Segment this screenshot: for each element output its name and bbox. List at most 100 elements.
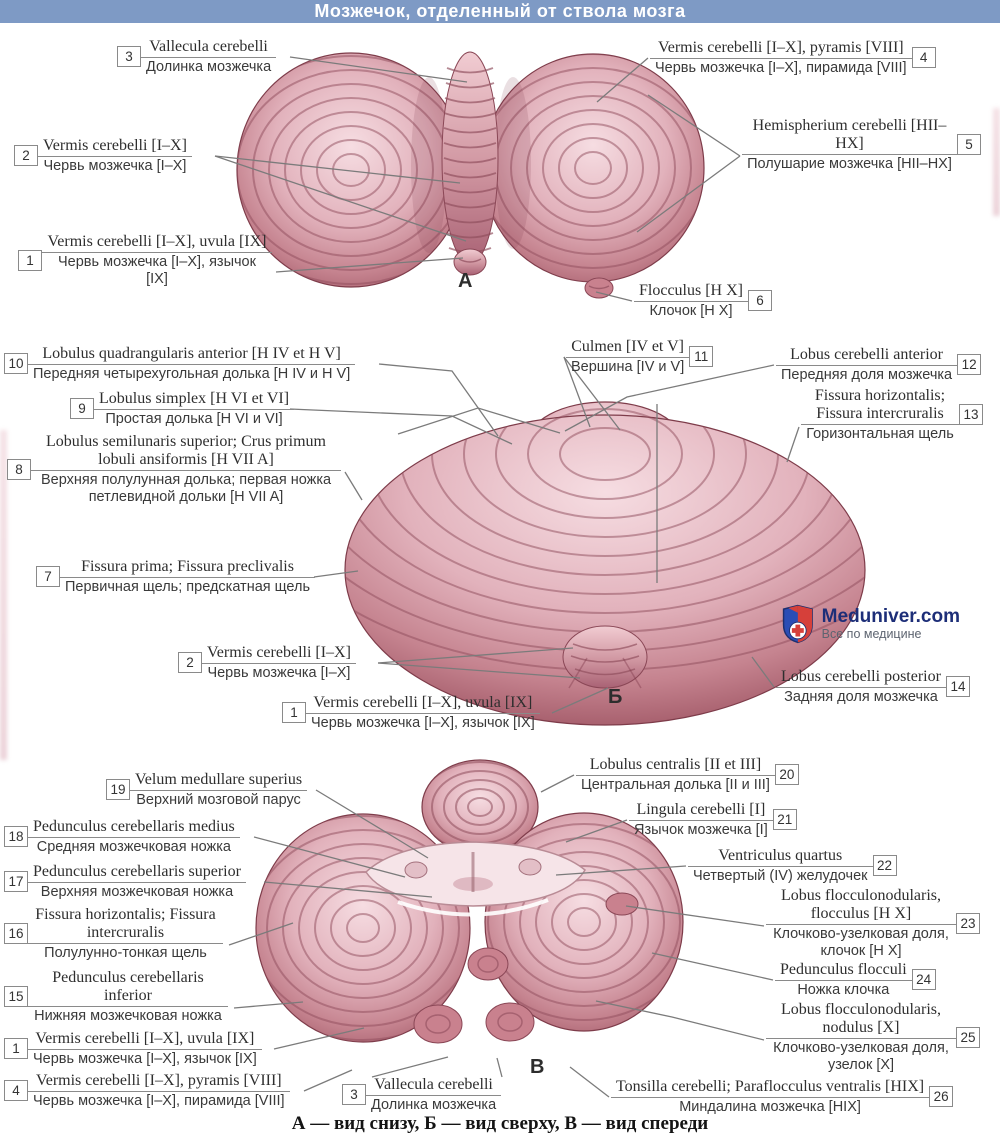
- label-24-pedunculus-flocculi: Pedunculus flocculi Ножка клочка 24: [775, 961, 936, 999]
- label-russian: Клочок [H X]: [634, 301, 748, 320]
- label-2-vermis-b: 2 Vermis cerebelli [I–X] Червь мозжечка …: [178, 644, 356, 682]
- label-russian: Червь мозжечка [I–X], язычок [IX]: [42, 252, 272, 288]
- label-latin: Pedunculus cerebellaris superior: [33, 863, 241, 880]
- label-latin: Lobus cerebelli posterior: [781, 668, 941, 685]
- label-russian: Червь мозжечка [I–X]: [202, 663, 356, 682]
- label-2-vermis: 2 Vermis cerebelli [I–X] Червь мозжечка …: [14, 137, 192, 175]
- label-15-pedunculus-inferior: 15 Pedunculus cerebellaris inferior Нижн…: [4, 969, 228, 1025]
- label-19-velum-medullare: 19 Velum medullare superius Верхний мозг…: [106, 771, 308, 809]
- label-latin: Vermis cerebelli [I–X], uvula [IX]: [47, 233, 267, 250]
- label-latin: Lobulus simplex [H VI et VI]: [99, 390, 290, 407]
- label-number-box: 9: [70, 398, 94, 420]
- label-8-lobulus-semilunaris-superior: 8 Lobulus semilunaris superior; Crus pri…: [7, 433, 341, 506]
- label-3-vallecula: 3 Vallecula cerebelli Долинка мозжечка: [117, 38, 277, 76]
- label-latin: Vermis cerebelli [I–X]: [207, 644, 351, 661]
- label-russian: Полулунно-тонкая щель: [28, 943, 223, 962]
- label-latin: Flocculus [H X]: [639, 282, 743, 299]
- label-latin: Vermis cerebelli [I–X], uvula [IX]: [35, 1030, 255, 1047]
- label-1-vermis-uvula: 1 Vermis cerebelli [I–X], uvula [IX] Чер…: [18, 233, 272, 288]
- label-20-lobulus-centralis: Lobulus centralis [II et III] Центральна…: [576, 756, 799, 794]
- label-russian: Передняя четырехугольная долька [H IV и …: [28, 364, 356, 383]
- label-russian: Клочково-узелковая доля, узелок [X]: [766, 1038, 956, 1074]
- label-latin: Fissura prima; Fissura preclivalis: [81, 558, 294, 575]
- label-number-box: 6: [747, 290, 772, 312]
- label-russian: Клочково-узелковая доля, клочок [H X]: [766, 924, 956, 960]
- label-1-vermis-uvula-b: 1 Vermis cerebelli [I–X], uvula [IX] Чер…: [282, 694, 540, 732]
- label-18-pedunculus-medius: 18 Pedunculus cerebellaris medius Средня…: [4, 818, 240, 856]
- label-russian: Долинка мозжечка: [141, 57, 277, 76]
- label-latin: Lobus flocculonodularis, flocculus [H X]: [781, 887, 941, 923]
- label-number-box: 2: [178, 652, 202, 674]
- label-number-box: 8: [7, 458, 31, 480]
- label-russian: Долинка мозжечка: [366, 1095, 502, 1114]
- label-latin: Lobulus centralis [II et III]: [589, 756, 762, 773]
- label-number-box: 14: [945, 676, 970, 698]
- label-6-flocculus: Flocculus [H X] Клочок [H X] 6: [634, 282, 772, 320]
- label-russian: Полушарие мозжечка [HII–HX]: [742, 154, 957, 173]
- label-latin: Fissura horizontalis; Fissura intercrura…: [814, 387, 946, 423]
- label-latin: Vallecula cerebelli: [149, 38, 268, 55]
- label-russian: Верхний мозговой парус: [130, 790, 308, 809]
- label-number-box: 25: [956, 1026, 980, 1048]
- label-latin: Lobus flocculonodularis, nodulus [X]: [781, 1001, 941, 1037]
- label-17-pedunculus-superior: 17 Pedunculus cerebellaris superior Верх…: [4, 863, 246, 901]
- label-14-lobus-posterior: Lobus cerebelli posterior Задняя доля мо…: [776, 668, 970, 706]
- logo-site-name: Meduniver.com: [821, 605, 960, 627]
- label-number-box: 7: [36, 566, 60, 588]
- view-letter-v: В: [530, 1056, 545, 1078]
- label-russian: Средняя мозжечковая ножка: [28, 837, 240, 856]
- scan-artifact-right: [993, 108, 1000, 216]
- label-11-culmen: Culmen [IV et V] Вершина [IV и V] 11: [566, 338, 714, 376]
- label-22-ventriculus-quartus: Ventriculus quartus Четвертый (IV) желуд…: [688, 847, 897, 885]
- label-latin: Lobus cerebelli anterior: [790, 346, 943, 363]
- label-10-lobulus-quadrangularis: 10 Lobulus quadrangularis anterior [H IV…: [4, 345, 356, 383]
- label-latin: Culmen [IV et V]: [571, 338, 684, 355]
- label-4-vermis-pyramis-v: 4 Vermis cerebelli [I–X], pyramis [VIII]…: [4, 1072, 290, 1110]
- label-number-box: 20: [774, 764, 799, 786]
- meduniver-logo: Meduniver.com Все по медицине: [780, 592, 960, 656]
- label-number-box: 16: [4, 923, 28, 945]
- label-latin: Hemispherium cerebelli [HII–HX]: [752, 117, 947, 153]
- label-latin: Pedunculus cerebellaris inferior: [52, 969, 204, 1005]
- label-latin: Velum medullare superius: [135, 771, 303, 788]
- label-russian: Задняя доля мозжечка: [776, 687, 946, 706]
- label-number-box: 18: [4, 826, 28, 848]
- label-13-fissura-horizontalis: Fissura horizontalis; Fissura intercrura…: [801, 387, 983, 443]
- label-russian: Нижняя мозжечковая ножка: [28, 1006, 228, 1025]
- label-12-lobus-anterior: Lobus cerebelli anterior Передняя доля м…: [776, 346, 982, 384]
- label-russian: Червь мозжечка [I–X], пирамида [VIII]: [650, 58, 912, 77]
- label-latin: Vallecula cerebelli: [374, 1076, 493, 1093]
- label-21-lingula: Lingula cerebelli [I] Язычок мозжечка [I…: [629, 801, 797, 839]
- label-1-vermis-uvula-v: 1 Vermis cerebelli [I–X], uvula [IX] Чер…: [4, 1030, 262, 1068]
- label-number-box: 15: [4, 986, 28, 1008]
- label-russian: Верхняя полулунная долька; первая ножка …: [31, 470, 341, 506]
- label-latin: Ventriculus quartus: [718, 847, 843, 864]
- label-russian: Миндалина мозжечка [HIX]: [611, 1097, 930, 1116]
- label-latin: Vermis cerebelli [I–X], pyramis [VIII]: [657, 39, 904, 56]
- label-16-fissura-horizontalis-v: 16 Fissura horizontalis; Fissura intercr…: [4, 906, 223, 962]
- label-latin: Lobulus semilunaris superior; Crus primu…: [46, 433, 326, 469]
- label-latin: Lobulus quadrangularis anterior [H IV et…: [42, 345, 341, 362]
- label-latin: Fissura horizontalis; Fissura intercrura…: [35, 906, 216, 942]
- label-russian: Первичная щель; предскатная щель: [60, 577, 316, 596]
- label-number-box: 13: [959, 404, 983, 426]
- label-5-hemispherium: Hemispherium cerebelli [HII–HX] Полушари…: [742, 117, 981, 173]
- label-number-box: 1: [282, 702, 306, 724]
- scan-artifact-left: [0, 430, 7, 760]
- label-russian: Червь мозжечка [I–X], язычок [IX]: [28, 1049, 262, 1068]
- label-number-box: 19: [106, 779, 130, 801]
- label-25-flocculonodularis-nodulus: Lobus flocculonodularis, nodulus [X] Кло…: [766, 1001, 980, 1074]
- label-number-box: 2: [14, 145, 38, 167]
- label-latin: Pedunculus flocculi: [780, 961, 907, 978]
- label-4-vermis-pyramis: Vermis cerebelli [I–X], pyramis [VIII] Ч…: [650, 39, 936, 77]
- label-number-box: 4: [4, 1080, 28, 1102]
- view-letter-a: А: [458, 270, 473, 292]
- label-number-box: 5: [957, 134, 981, 156]
- shield-cross-icon: [782, 604, 813, 644]
- label-number-box: 3: [342, 1084, 366, 1106]
- view-letter-b: Б: [608, 686, 623, 708]
- label-9-lobulus-simplex: 9 Lobulus simplex [H VI et VI] Простая д…: [70, 390, 295, 428]
- label-number-box: 17: [4, 871, 28, 893]
- label-7-fissura-prima: 7 Fissura prima; Fissura preclivalis Пер…: [36, 558, 316, 596]
